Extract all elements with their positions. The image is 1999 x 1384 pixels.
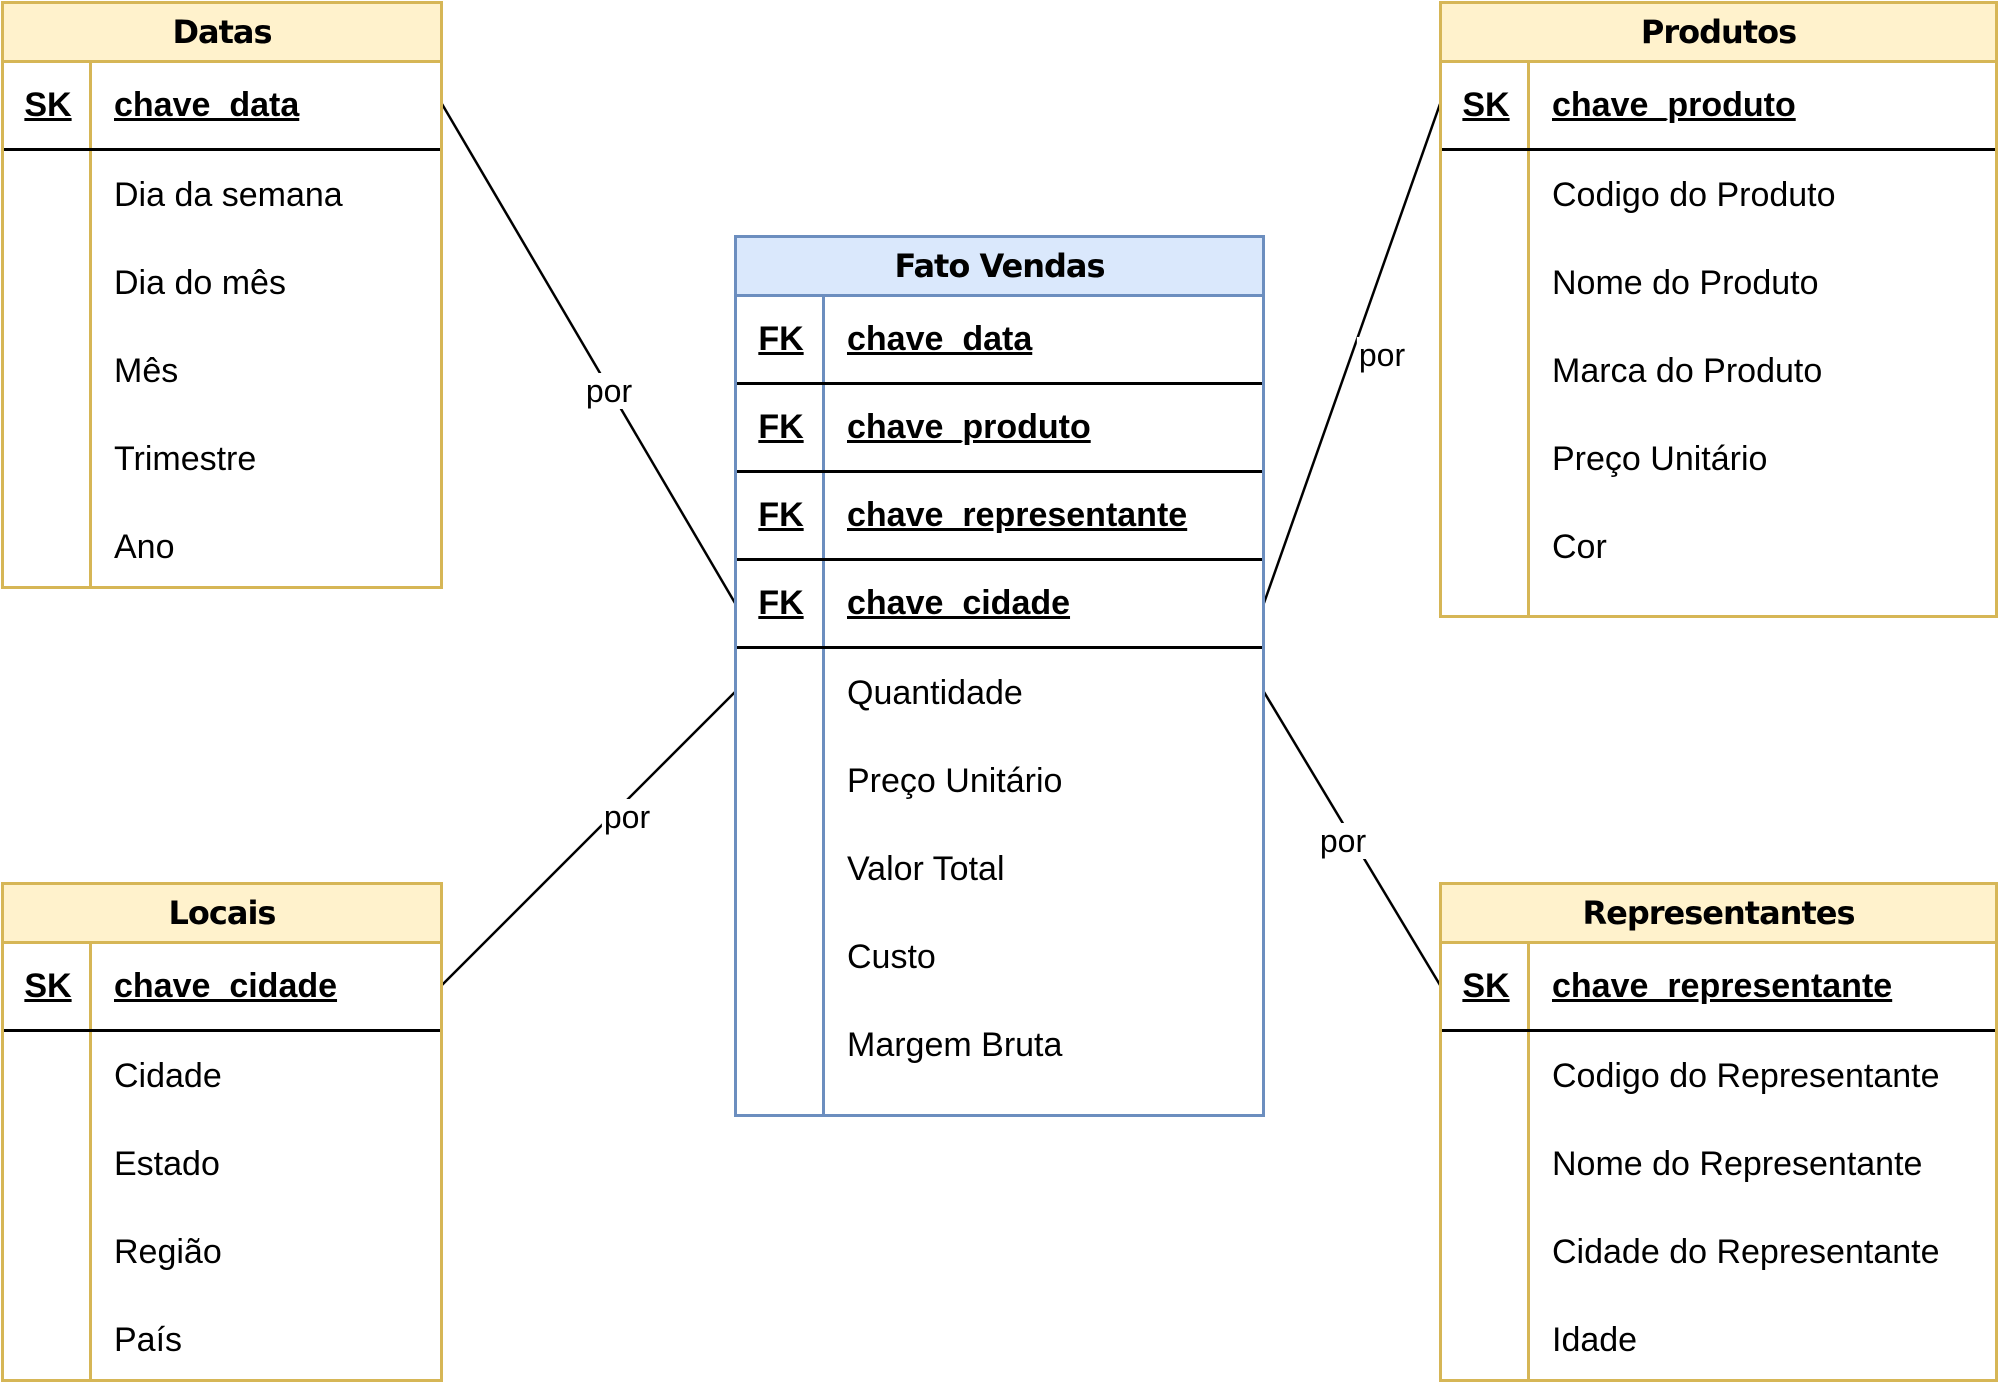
link-locais-fato[interactable] <box>441 691 736 986</box>
key-row[interactable]: SK chave_representante <box>1442 944 1995 1032</box>
key-name: chave_produto <box>1552 86 1796 124</box>
key-row[interactable]: SK chave_cidade <box>4 944 440 1032</box>
entity-title: Datas <box>4 4 440 63</box>
attribute-name: Custo <box>847 937 936 976</box>
attribute-row[interactable]: Preço Unitário <box>737 737 1262 825</box>
attribute-row[interactable]: Nome do Representante <box>1442 1120 1995 1208</box>
attribute-row[interactable]: Preço Unitário <box>1442 415 1995 503</box>
entity-title: Fato Vendas <box>737 238 1262 297</box>
link-label-datas: por <box>583 373 635 409</box>
attribute-name: Dia do mês <box>114 263 286 302</box>
entity-produtos[interactable]: Produtos SK chave_produto Codigo do Prod… <box>1439 1 1998 618</box>
attribute-row[interactable]: Codigo do Representante <box>1442 1032 1995 1120</box>
key-tag: SK <box>1462 86 1510 124</box>
column-divider <box>89 63 92 586</box>
key-tag: FK <box>758 320 804 358</box>
foreign-key-row[interactable]: FK chave_cidade <box>737 561 1262 649</box>
attribute-row[interactable]: Cidade <box>4 1032 440 1120</box>
key-tag: SK <box>24 86 72 124</box>
attribute-name: Estado <box>114 1144 220 1183</box>
attribute-name: Codigo do Produto <box>1552 175 1836 214</box>
attribute-row[interactable]: Região <box>4 1208 440 1296</box>
attribute-row[interactable]: Valor Total <box>737 825 1262 913</box>
attribute-name: Cidade <box>114 1056 222 1095</box>
key-name: chave_representante <box>1552 967 1893 1005</box>
entity-representantes[interactable]: Representantes SK chave_representante Co… <box>1439 882 1998 1382</box>
attribute-name: Cor <box>1552 527 1607 566</box>
attribute-name: Margem Bruta <box>847 1025 1063 1064</box>
entity-fato-vendas[interactable]: Fato Vendas FK chave_data FK chave_produ… <box>734 235 1265 1117</box>
key-tag: FK <box>758 584 804 622</box>
attribute-name: Ano <box>114 527 175 566</box>
attribute-row[interactable]: Idade <box>1442 1296 1995 1384</box>
attribute-row[interactable]: Marca do Produto <box>1442 327 1995 415</box>
attribute-row[interactable]: Dia do mês <box>4 239 440 327</box>
attribute-name: Dia da semana <box>114 175 343 214</box>
attribute-name: País <box>114 1320 183 1359</box>
column-divider <box>89 944 92 1379</box>
key-tag: SK <box>24 967 72 1005</box>
attribute-name: Região <box>114 1232 222 1271</box>
entity-title: Representantes <box>1442 885 1995 944</box>
attribute-name: Valor Total <box>847 849 1005 888</box>
link-produtos-fato[interactable] <box>1262 103 1442 604</box>
attribute-row[interactable]: Ano <box>4 503 440 591</box>
attribute-row[interactable]: Dia da semana <box>4 151 440 239</box>
foreign-key-row[interactable]: FK chave_representante <box>737 473 1262 561</box>
key-name: chave_cidade <box>114 967 338 1005</box>
link-label-produtos: por <box>1356 337 1408 373</box>
foreign-key-row[interactable]: FK chave_produto <box>737 385 1262 473</box>
foreign-key-row[interactable]: FK chave_data <box>737 297 1262 385</box>
attribute-row[interactable]: País <box>4 1296 440 1384</box>
attribute-row[interactable]: Estado <box>4 1120 440 1208</box>
key-name: chave_data <box>847 320 1033 358</box>
column-divider <box>822 297 825 1114</box>
attribute-name: Preço Unitário <box>1552 439 1768 478</box>
attribute-row[interactable]: Quantidade <box>737 649 1262 737</box>
link-label-representantes: por <box>1317 823 1369 859</box>
key-tag: SK <box>1462 967 1510 1005</box>
attribute-name: Preço Unitário <box>847 761 1063 800</box>
entity-title: Produtos <box>1442 4 1995 63</box>
entity-datas[interactable]: Datas SK chave_data Dia da semana Dia do… <box>1 1 443 589</box>
attribute-name: Nome do Representante <box>1552 1144 1923 1183</box>
entity-locais[interactable]: Locais SK chave_cidade Cidade Estado Reg… <box>1 882 443 1382</box>
key-tag: FK <box>758 496 804 534</box>
key-row[interactable]: SK chave_data <box>4 63 440 151</box>
key-row[interactable]: SK chave_produto <box>1442 63 1995 151</box>
attribute-name: Cidade do Representante <box>1552 1232 1940 1271</box>
attribute-row[interactable]: Cor <box>1442 503 1995 591</box>
key-name: chave_representante <box>847 496 1188 534</box>
attribute-row[interactable]: Codigo do Produto <box>1442 151 1995 239</box>
attribute-row[interactable]: Cidade do Representante <box>1442 1208 1995 1296</box>
key-tag: FK <box>758 408 804 446</box>
attribute-name: Marca do Produto <box>1552 351 1823 390</box>
attribute-name: Mês <box>114 351 179 390</box>
attribute-name: Trimestre <box>114 439 257 478</box>
attribute-row[interactable]: Custo <box>737 913 1262 1001</box>
attribute-name: Idade <box>1552 1320 1638 1359</box>
attribute-row[interactable]: Mês <box>4 327 440 415</box>
key-name: chave_data <box>114 86 300 124</box>
attribute-row[interactable]: Margem Bruta <box>737 1001 1262 1089</box>
column-divider <box>1527 944 1530 1379</box>
attribute-row[interactable]: Trimestre <box>4 415 440 503</box>
attribute-name: Codigo do Representante <box>1552 1056 1940 1095</box>
attribute-name: Nome do Produto <box>1552 263 1819 302</box>
key-name: chave_produto <box>847 408 1091 446</box>
attribute-name: Quantidade <box>847 673 1023 712</box>
column-divider <box>1527 63 1530 615</box>
link-datas-fato[interactable] <box>440 103 737 604</box>
entity-title: Locais <box>4 885 440 944</box>
attribute-row[interactable]: Nome do Produto <box>1442 239 1995 327</box>
key-name: chave_cidade <box>847 584 1071 622</box>
link-label-locais: por <box>601 799 653 835</box>
